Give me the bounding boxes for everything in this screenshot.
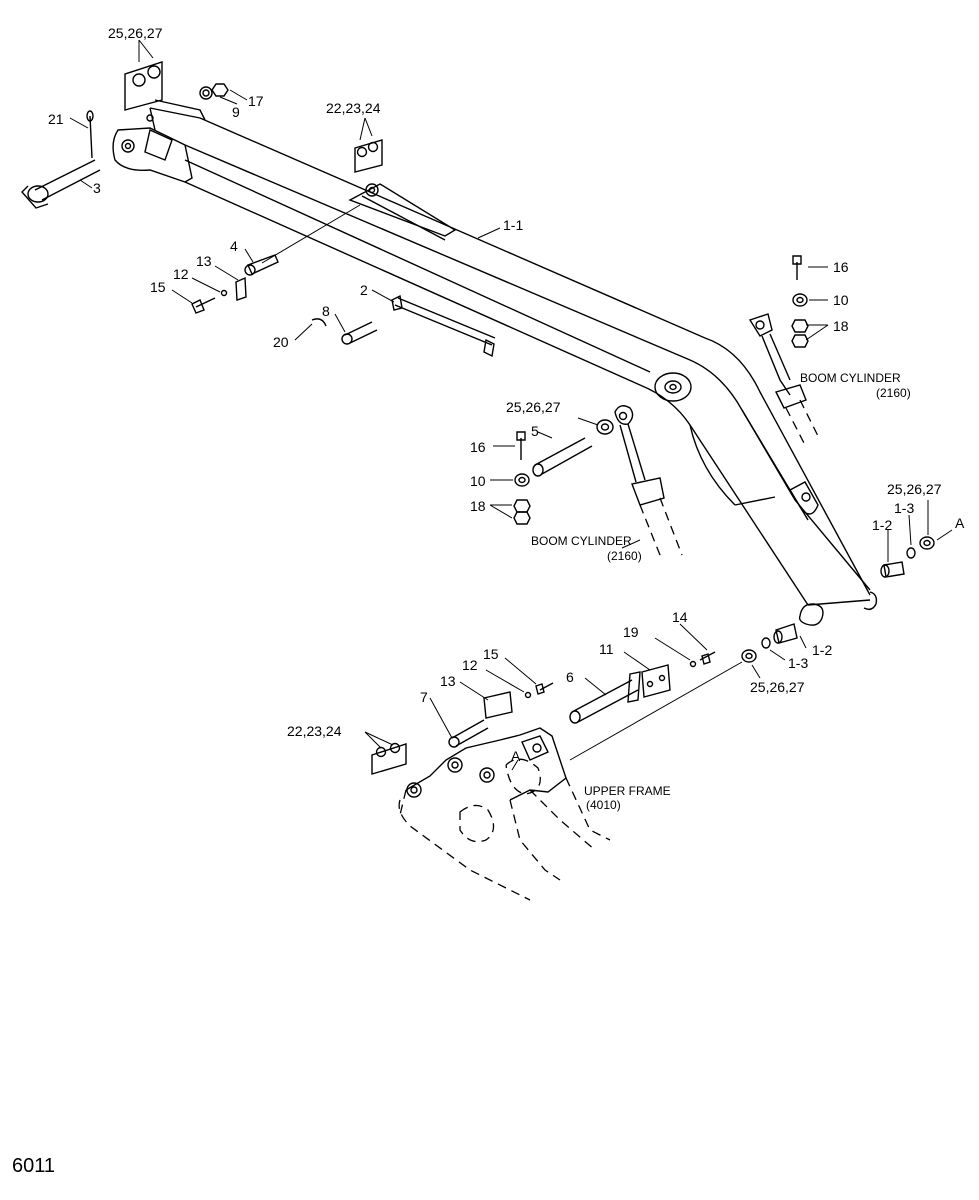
callout-1-3-upper: 1-3 xyxy=(894,500,914,516)
callout-4: 4 xyxy=(230,238,238,254)
boom-cylinder-mid-code: (2160) xyxy=(607,549,642,563)
callout-16-mid: 16 xyxy=(470,439,486,455)
callout-10-mid: 10 xyxy=(470,473,486,489)
boom-cylinder-right-label: BOOM CYLINDER xyxy=(800,371,901,385)
callout-18-right: 18 xyxy=(833,318,849,334)
callout-5: 5 xyxy=(531,423,539,439)
callout-22-23-24-bottom: 22,23,24 xyxy=(287,723,342,739)
callout-16-right: 16 xyxy=(833,259,849,275)
callout-25-26-27-top: 25,26,27 xyxy=(108,25,163,41)
callout-13-bottom: 13 xyxy=(440,673,456,689)
callout-12-top: 12 xyxy=(173,266,189,282)
callout-25-26-27-bottom: 25,26,27 xyxy=(750,679,805,695)
callout-1-1: 1-1 xyxy=(503,217,523,233)
upper-frame xyxy=(398,727,611,901)
callout-2: 2 xyxy=(360,282,368,298)
callout-25-26-27-mid: 25,26,27 xyxy=(506,399,561,415)
callout-A-frame: A xyxy=(511,748,521,764)
callout-13-top: 13 xyxy=(196,253,212,269)
callout-A-right: A xyxy=(955,515,965,531)
callout-6: 6 xyxy=(566,669,574,685)
callout-12-bottom: 12 xyxy=(462,657,478,673)
callout-9: 9 xyxy=(232,104,240,120)
boom-cylinder-mid xyxy=(614,405,683,561)
callout-14: 14 xyxy=(672,609,688,625)
boom-cylinder-right xyxy=(748,313,821,446)
lower-parts xyxy=(371,623,798,775)
callout-22-23-24-top: 22,23,24 xyxy=(326,100,381,116)
callout-15-bottom: 15 xyxy=(483,646,499,662)
callout-1-3-lower: 1-3 xyxy=(788,655,808,671)
page-number: 6011 xyxy=(12,1155,55,1177)
boom-cylinder-right-code: (2160) xyxy=(876,386,911,400)
callout-1-2-lower: 1-2 xyxy=(812,642,832,658)
callout-7: 7 xyxy=(420,689,428,705)
upper-parts xyxy=(21,61,935,578)
callout-1-2-upper: 1-2 xyxy=(872,517,892,533)
callout-11: 11 xyxy=(599,641,614,657)
callout-20: 20 xyxy=(273,334,289,350)
callout-8: 8 xyxy=(322,303,330,319)
callout-3: 3 xyxy=(93,180,101,196)
callout-25-26-27-right: 25,26,27 xyxy=(887,481,942,497)
boom-assembly xyxy=(112,99,878,626)
boom-cylinder-mid-label: BOOM CYLINDER xyxy=(531,534,632,548)
callout-15-top: 15 xyxy=(150,279,166,295)
callout-21: 21 xyxy=(48,111,64,127)
callout-17: 17 xyxy=(248,93,264,109)
callout-19: 19 xyxy=(623,624,639,640)
leader-lines xyxy=(69,39,953,771)
callout-10-right: 10 xyxy=(833,292,849,308)
upper-frame-label: UPPER FRAME xyxy=(584,784,671,798)
upper-frame-code: (4010) xyxy=(586,798,621,812)
callout-18-mid: 18 xyxy=(470,498,486,514)
callout-labels: 25,26,27 17 9 21 3 22,23,24 1-1 4 13 12 … xyxy=(12,25,965,1177)
